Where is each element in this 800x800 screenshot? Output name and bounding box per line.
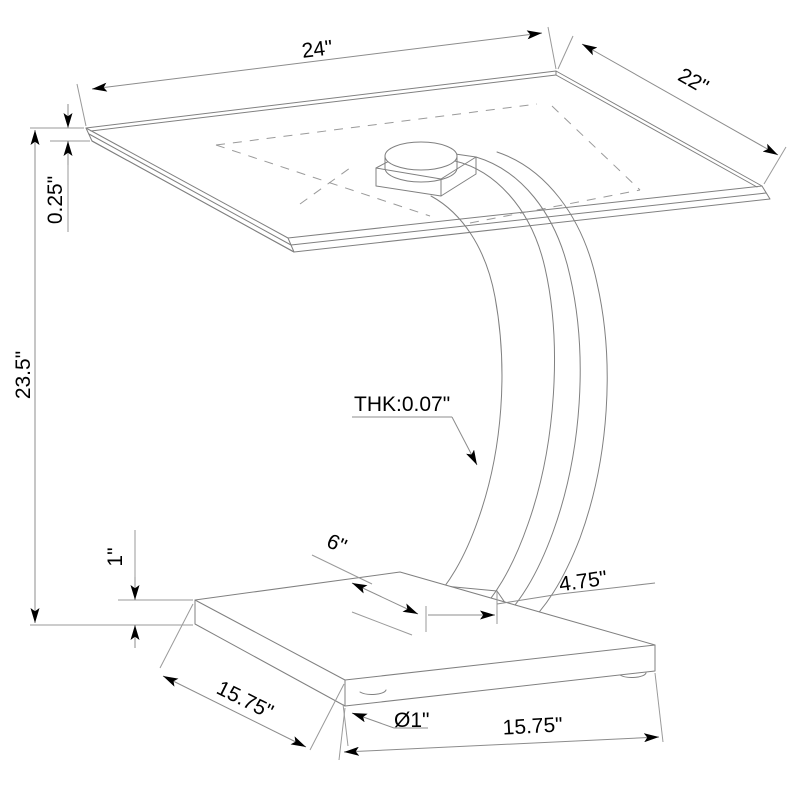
leader-leg-thickness: THK:0.07" (352, 393, 478, 466)
dim-label-235: 23.5" (12, 351, 35, 399)
leader-foot-diameter: Ø1" (342, 703, 429, 747)
dim-label-1575-width: 15.75" (502, 713, 563, 739)
dim-label-22: 22" (674, 64, 712, 99)
dimension-base-thickness: 1" (104, 530, 193, 648)
dimension-top-thickness: 0.25" (44, 104, 90, 232)
base-feet (359, 672, 647, 695)
dimension-overall-height: 23.5" (12, 127, 193, 626)
tabletop-hidden-edges (215, 103, 641, 224)
dim-label-025: 0.25" (44, 176, 67, 224)
base-slab (194, 571, 656, 707)
dimension-top-width: 24" (76, 26, 557, 127)
dim-label-dia1: Ø1" (394, 709, 429, 732)
mounting-disc (384, 141, 458, 183)
dim-label-24: 24" (300, 36, 333, 63)
dim-label-1in: 1" (104, 547, 127, 566)
dimension-base-width: 15.75" (338, 672, 664, 761)
dim-label-thk: THK:0.07" (354, 393, 450, 416)
dimension-leg-offset: 4.75" (425, 567, 656, 632)
dim-label-6in: 6" (323, 530, 350, 559)
